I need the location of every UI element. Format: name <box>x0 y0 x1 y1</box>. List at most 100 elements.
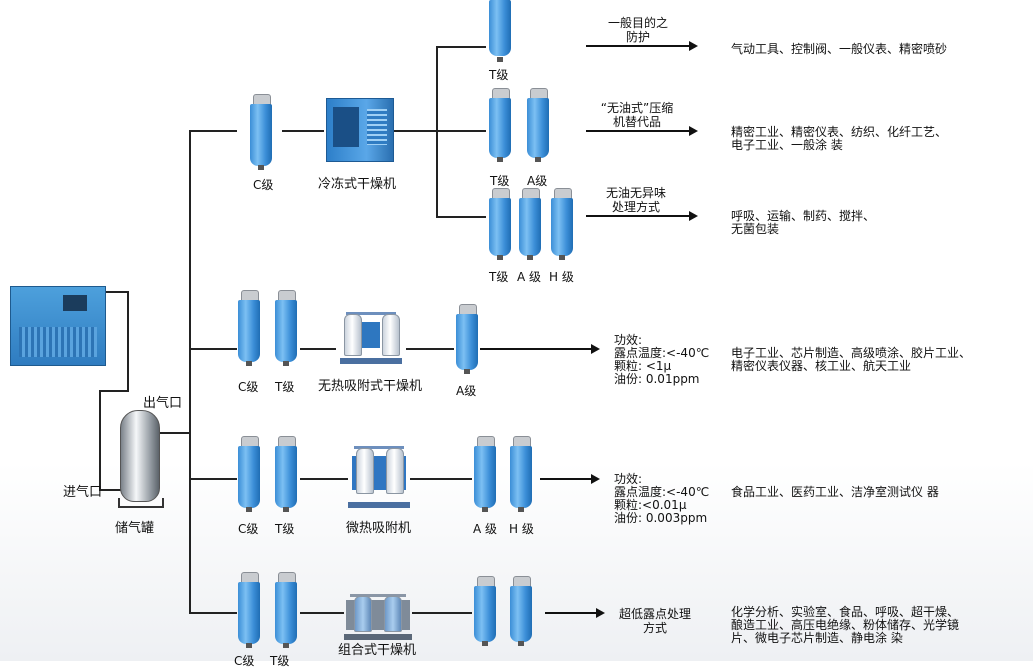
application-odorless-line1: 呼吸、运输、制药、搅拌、 <box>731 209 876 223</box>
branch4-link-3 <box>412 612 472 614</box>
spec-heatless-oil: 油份: 0.01ppm <box>614 372 700 386</box>
application-general-line1: 气动工具、控制阀、一般仪表、精密喷砂 <box>731 42 948 56</box>
branch4-link-2 <box>300 612 344 614</box>
application-ultra-line1: 化学分析、实验室、食品、呼吸、超干燥、 <box>731 605 960 619</box>
arrow-ultra <box>545 608 605 618</box>
arrow-microheat <box>540 474 600 484</box>
label-grade-t-mid: T级 <box>490 174 510 188</box>
branch1-split-top <box>436 46 486 48</box>
label-grade-a-mid: A级 <box>527 174 548 188</box>
spec-heatless-dew: 露点温度:<-40℃ <box>614 346 710 360</box>
label-outlet: 出气口 <box>143 396 183 411</box>
application-oilfree-line2: 电子工业、一般涂 装 <box>731 138 843 152</box>
main-trunk <box>189 130 191 614</box>
application-microheat-line1: 食品工业、医药工业、洁净室测试仪 器 <box>731 485 939 499</box>
label-grade-a-branch3: A 级 <box>473 522 498 536</box>
filter-t-bottom <box>487 188 513 264</box>
pipe-compressor-right <box>104 291 128 293</box>
label-grade-h-bottom: H 级 <box>549 270 574 284</box>
label-grade-a-branch2: A级 <box>456 384 477 398</box>
filter-c-branch2 <box>236 290 262 370</box>
purpose-general-line1: 一般目的之 <box>607 16 668 30</box>
branch2-link-2 <box>300 348 336 350</box>
heatless-desiccant-dryer <box>338 306 404 364</box>
label-grade-c-branch4: C级 <box>234 654 255 668</box>
spec-microheat-title: 功效: <box>614 472 643 486</box>
filter-a-branch3 <box>472 436 498 516</box>
label-tank: 储气罐 <box>115 521 155 536</box>
purpose-oilfree: “无油式”压缩 机替代品 <box>586 101 688 129</box>
application-ultra-line2: 酿造工业、高压电绝缘、粉体储存、光学镜 <box>731 618 960 632</box>
refrigerated-dryer <box>326 98 394 162</box>
purpose-general: 一般目的之 防护 <box>596 16 680 44</box>
spec-microheat: 功效: 露点温度:<-40℃ 颗粒:<0.01μ 油份: 0.003ppm <box>614 473 709 525</box>
pipe-inlet-to-tank <box>99 489 121 491</box>
application-ultra: 化学分析、实验室、食品、呼吸、超干燥、 酿造工业、高压电绝缘、粉体储存、光学镜 … <box>731 606 959 645</box>
label-inlet: 进气口 <box>63 485 103 500</box>
purpose-ultra-line1: 超低露点处理 <box>618 607 691 621</box>
filter-t-top <box>487 0 513 62</box>
label-heatless-dryer: 无热吸附式干燥机 <box>318 379 423 394</box>
micro-heat-desiccant-dryer <box>348 440 410 508</box>
application-general: 气动工具、控制阀、一般仪表、精密喷砂 <box>731 43 947 56</box>
pipe-tank-outlet <box>158 432 190 434</box>
application-heatless: 电子工业、芯片制造、高级喷涂、胶片工业、 精密仪表仪器、核工业、航天工业 <box>731 347 971 373</box>
label-fridge-dryer: 冷冻式干燥机 <box>318 177 397 192</box>
filter-a-branch4 <box>472 576 498 650</box>
pipe-compressor-down <box>127 291 129 391</box>
application-oilfree: 精密工业、精密仪表、纺织、化纤工艺、 电子工业、一般涂 装 <box>731 126 947 152</box>
compressor-panel <box>63 295 87 311</box>
spec-microheat-oil: 油份: 0.003ppm <box>614 511 708 525</box>
filter-h-branch3 <box>508 436 534 516</box>
combination-dryer <box>344 588 412 640</box>
label-grade-t-top: T级 <box>489 68 509 82</box>
label-grade-t-bottom: T级 <box>489 270 509 284</box>
filter-t-branch2 <box>273 290 299 370</box>
branch1-split-mid <box>436 130 486 132</box>
label-grade-t-branch2: T级 <box>275 380 295 394</box>
branch1-c-to-fridge <box>282 130 324 132</box>
arrow-heatless <box>480 344 600 354</box>
branch2-link-3 <box>406 348 454 350</box>
application-heatless-line1: 电子工业、芯片制造、高级喷涂、胶片工业、 <box>731 346 972 360</box>
filter-a-branch2 <box>454 304 480 378</box>
tank-legs <box>118 498 164 508</box>
arrow-general <box>586 41 698 51</box>
application-oilfree-line1: 精密工业、精密仪表、纺织、化纤工艺、 <box>731 125 948 139</box>
pipe-inlet-vertical <box>99 390 101 490</box>
compressor-vent <box>19 327 97 357</box>
filter-t-branch3 <box>273 436 299 516</box>
label-micro-heat-dryer: 微热吸附机 <box>346 521 412 536</box>
branch3-link-2 <box>300 478 348 480</box>
label-grade-t-branch3: T级 <box>275 522 295 536</box>
purpose-odorless: 无油无异味 处理方式 <box>594 186 678 214</box>
spec-heatless: 功效: 露点温度:<-40℃ 颗粒: <1μ 油份: 0.01ppm <box>614 334 709 386</box>
branch1-split-bottom <box>436 216 486 218</box>
application-microheat: 食品工业、医药工业、洁净室测试仪 器 <box>731 486 939 499</box>
air-tank <box>120 410 160 502</box>
label-grade-c-branch3: C级 <box>238 522 259 536</box>
application-odorless: 呼吸、运输、制药、搅拌、 无菌包装 <box>731 210 875 236</box>
label-grade-t-branch4: T级 <box>270 654 290 668</box>
branch4-link <box>189 612 237 614</box>
application-ultra-line3: 片、微电子芯片制造、静电涂 染 <box>731 631 903 645</box>
label-combo-dryer: 组合式干燥机 <box>338 643 417 658</box>
filter-a-bottom <box>517 188 543 264</box>
purpose-odorless-line2: 处理方式 <box>611 200 660 214</box>
branch1-link <box>189 130 237 132</box>
spec-heatless-title: 功效: <box>614 333 643 347</box>
purpose-odorless-line1: 无油无异味 <box>605 186 666 200</box>
air-compressor <box>10 286 106 366</box>
purpose-general-line2: 防护 <box>625 30 650 44</box>
spec-heatless-particle: 颗粒: <1μ <box>614 359 672 373</box>
spec-microheat-dew: 露点温度:<-40℃ <box>614 485 710 499</box>
branch1-fridge-to-split <box>393 130 437 132</box>
spec-microheat-particle: 颗粒:<0.01μ <box>614 498 687 512</box>
branch1-split-vertical <box>436 46 438 218</box>
filter-a-mid <box>525 88 551 166</box>
filter-t-branch4 <box>273 572 299 652</box>
application-heatless-line2: 精密仪表仪器、核工业、航天工业 <box>731 359 912 373</box>
filter-c-branch3 <box>236 436 262 516</box>
label-grade-a-bottom: A 级 <box>517 270 542 284</box>
filter-h-bottom <box>549 188 575 264</box>
